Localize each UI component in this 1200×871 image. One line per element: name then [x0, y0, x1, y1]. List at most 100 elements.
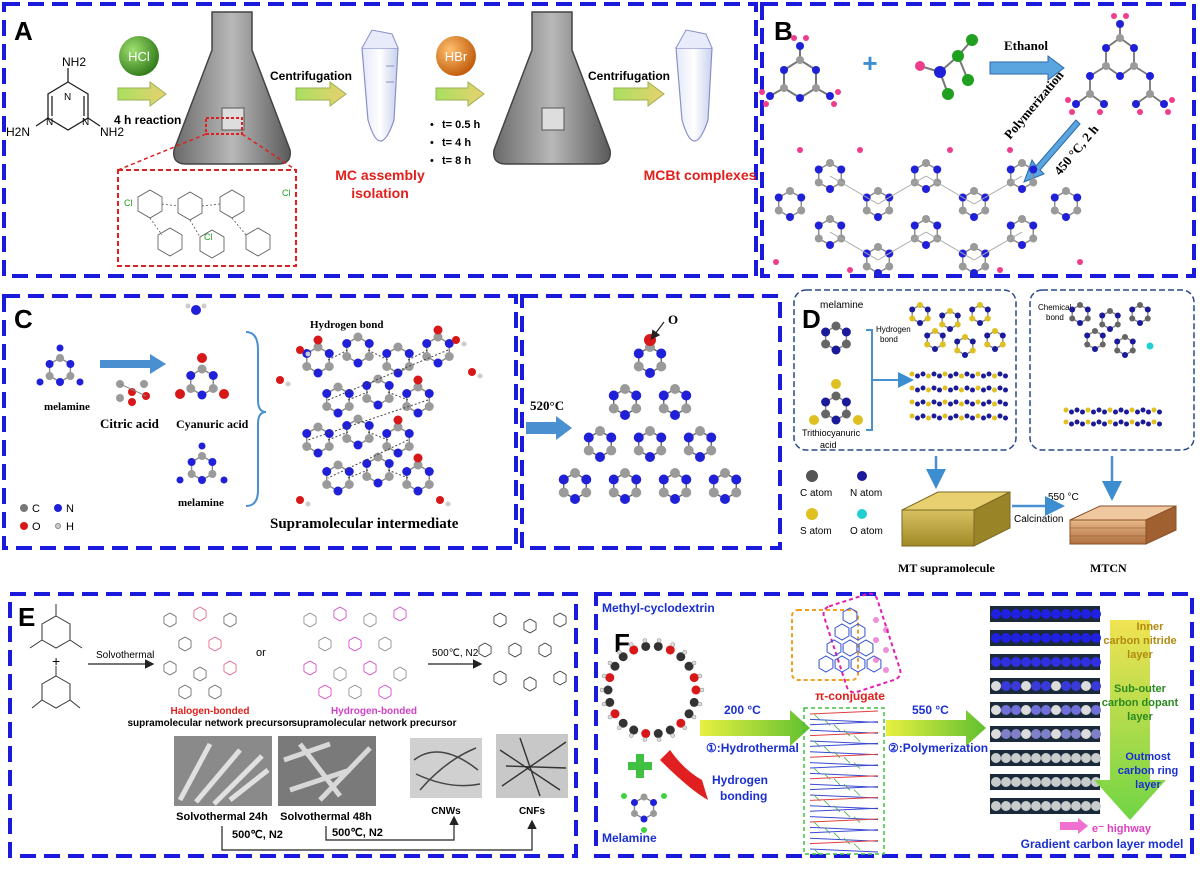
panel-c-frame	[2, 294, 518, 550]
arrow-icon	[295, 81, 347, 107]
precursor-label-2: supramolecular network precursor	[291, 718, 456, 729]
sem-label-4: CNFs	[519, 806, 546, 817]
hcl-label: HCl	[128, 49, 150, 64]
s-atom-label: S atom	[800, 526, 832, 537]
hbr-ball-icon	[436, 36, 476, 76]
panel-d-box-1	[793, 289, 1017, 451]
condition-top: 500℃, N2	[432, 648, 479, 659]
o-atom-icon	[857, 509, 867, 519]
green-box	[803, 707, 885, 855]
svg-text:N: N	[64, 92, 71, 103]
tube-icon-2	[675, 29, 713, 142]
layer3-1: Outmost	[1125, 751, 1171, 763]
arrow-icon	[435, 81, 485, 107]
panel-d-label: D	[802, 304, 821, 334]
melamine-d	[821, 321, 851, 355]
chloride-molecule	[915, 34, 978, 100]
svg-text:Cl: Cl	[124, 198, 133, 208]
panel-b-label: B	[774, 16, 793, 46]
time-1: t= 0.5 h	[442, 119, 480, 131]
pi-conjugate-sheet	[818, 607, 889, 673]
carbon-legend-icon	[20, 504, 28, 512]
centrifugation-label-2: Centrifugation	[588, 69, 670, 83]
layer1-1: Inner	[1137, 621, 1165, 633]
panel-a-label: A	[14, 16, 33, 46]
pink-arrow-icon	[1060, 818, 1088, 834]
nitrogen-legend-icon	[54, 504, 62, 512]
panel-a-frame	[2, 2, 758, 278]
panel-b-frame	[760, 2, 1196, 278]
mc-assembly-label: MC assembly	[335, 167, 425, 183]
hydrogen-network	[303, 606, 407, 700]
or-label: or	[256, 647, 266, 659]
panel-e-label: E	[18, 602, 35, 632]
panel-e: E + Solvothermal or 500℃, N2 Halogen-bon…	[18, 602, 568, 851]
model-label: Gradient carbon layer model	[1021, 837, 1184, 851]
tta-label-1: Trithiocyanuric	[802, 428, 861, 438]
temp-label-d: 550 °C	[1048, 492, 1079, 503]
panel-f: Methyl-cyclodextrin F Melamine Hydrogen …	[599, 592, 1184, 856]
mtcn-block	[1069, 505, 1177, 545]
green-arrow-icon	[700, 710, 810, 746]
n-atom-label: N atom	[850, 488, 882, 499]
arrow-icon	[526, 416, 572, 440]
layer3-2: carbon ring	[1118, 765, 1179, 777]
panel-c2-frame	[520, 294, 782, 550]
cyclodextrin-label: Methyl-cyclodextrin	[602, 601, 715, 615]
panel-frames	[2, 2, 1196, 858]
isolation-label: isolation	[351, 185, 409, 201]
mt-supramolecule-label: MT supramolecule	[898, 561, 995, 575]
melamine-molecule	[769, 46, 831, 99]
melamine-molecule-c2	[176, 442, 228, 484]
s-atom-icon	[806, 508, 818, 520]
polymerization-arrow-icon	[1023, 119, 1081, 183]
panel-e-frame	[8, 592, 578, 858]
hbond-label-d2: bond	[880, 335, 898, 344]
svg-text:N: N	[82, 117, 89, 128]
layer1-3: layer	[1127, 649, 1153, 661]
panel-c: C melamine Citric acid Cyanuric acid mel…	[14, 303, 742, 533]
citric-acid-label: Citric acid	[100, 416, 160, 431]
arrow-icon	[117, 81, 167, 107]
red-arrow-icon	[660, 750, 708, 800]
tta-d	[809, 379, 863, 425]
layer2-3: layer	[1127, 711, 1153, 723]
hbond-label: Hydrogen bond	[310, 319, 383, 331]
step2-label: ②:Polymerization	[888, 741, 988, 755]
legend-h: H	[66, 521, 74, 533]
panel-c-label: C	[14, 304, 33, 334]
heptazine-network	[773, 147, 1083, 277]
melamine-f	[621, 793, 667, 833]
panel-f-frame	[594, 592, 1194, 858]
arrow-icon	[613, 81, 665, 107]
hbond-network-d	[909, 302, 1006, 358]
melamine-label-f: Melamine	[602, 831, 657, 845]
green-arrow-icon-2	[886, 710, 986, 746]
time-2: t= 4 h	[442, 137, 471, 149]
plus-icon: +	[862, 48, 877, 78]
mtcn-label: MTCN	[1090, 561, 1127, 575]
oxygen-legend-icon	[20, 522, 28, 530]
sem-label-1: Solvothermal 24h	[176, 811, 268, 823]
hbond-network-sketch	[137, 189, 271, 259]
temp1-label: 200 °C	[724, 703, 761, 717]
h2n-left-label: H2N	[6, 125, 30, 139]
centrifugation-label-1: Centrifugation	[270, 69, 352, 83]
layer3-3: layer	[1135, 779, 1161, 791]
big-down-arrow-icon	[1094, 620, 1166, 820]
cond-bottom-1: 500℃, N2	[232, 829, 283, 841]
svg-text:Cl: Cl	[204, 232, 213, 242]
temp-label: 520°C	[530, 398, 564, 413]
flask-icon-2	[493, 11, 611, 165]
ethanol-arrow-icon	[989, 55, 1065, 81]
nh2-right-label: NH2	[100, 125, 124, 139]
hbond-label-f2: bonding	[720, 789, 767, 803]
layer2-1: Sub-outer	[1114, 683, 1167, 695]
citric-acid-molecule	[116, 380, 150, 406]
temp2-label: 550 °C	[912, 703, 949, 717]
nh2-top-label: NH2	[62, 55, 86, 69]
svg-text:Cl: Cl	[282, 188, 291, 198]
cyclodextrin-ring	[599, 638, 705, 742]
panel-d-box-2	[1029, 289, 1195, 451]
hydrogen-bonded-label: Hydrogen-bonded	[331, 706, 417, 717]
